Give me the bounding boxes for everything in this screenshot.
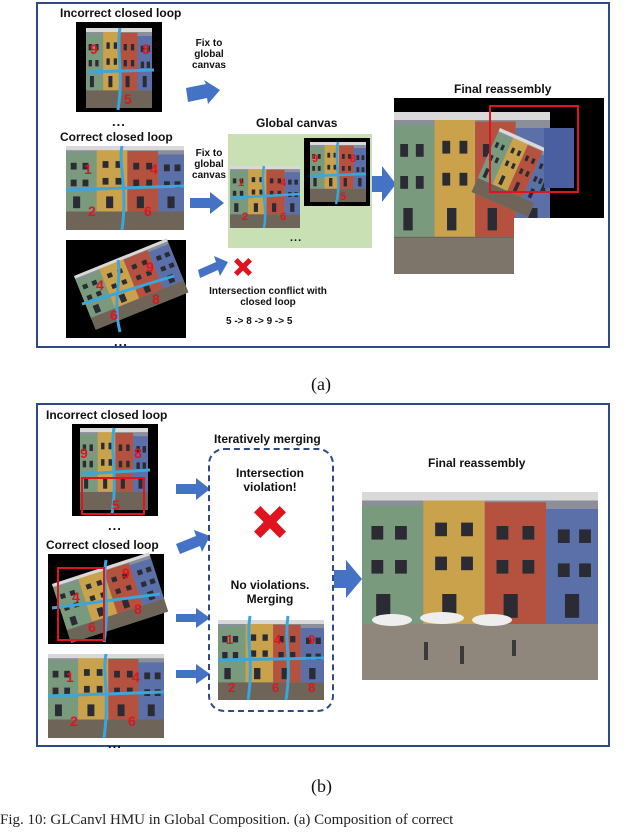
incorrect-loop-label-b: Incorrect closed loop [46, 408, 168, 422]
panel-a-sublabel: (a) [311, 374, 331, 394]
iteratively-merging-label: Iteratively merging [214, 432, 321, 446]
ellipsis: ... [114, 334, 128, 349]
fragment-number: 4 [274, 632, 282, 647]
fragment-number: 8 [134, 445, 142, 461]
fragment-number: 4 [72, 589, 80, 605]
fix-label-1: Fix to global canvas [192, 38, 226, 71]
panel-b-sublabel: (b) [311, 776, 332, 796]
fragment-number: 8 [142, 41, 150, 57]
fragment-number: 4 [150, 161, 158, 177]
arrow-icon [372, 166, 396, 202]
figure-caption: Fig. 10: GLCanvl HMU in Global Compositi… [0, 812, 454, 828]
arrow-icon [176, 530, 210, 554]
fragment-number: 4 [96, 277, 104, 293]
merge-label: No violations. Merging [230, 578, 310, 606]
ellipsis: ... [290, 232, 303, 244]
arrow-icon [198, 256, 228, 278]
final-reassembly-image-a [394, 98, 604, 274]
final-reassembly-label-b: Final reassembly [428, 456, 526, 470]
arrow-icon [176, 664, 210, 684]
fragment-number: 9 [90, 41, 98, 57]
fragment-number: 9 [122, 565, 130, 581]
fragment-number: 4 [280, 177, 287, 189]
fragment-number: 9 [146, 259, 154, 275]
fragment-number: 2 [242, 211, 248, 223]
fragment-number: 1 [226, 632, 233, 647]
canvas-fragment-large: 1 4 2 6 [229, 165, 301, 229]
ellipsis: ... [108, 736, 122, 751]
conflict-loop-sequence: 5 -> 8 -> 9 -> 5 [226, 316, 293, 327]
fragment-number: 5 [112, 497, 120, 513]
fragment-number: 1 [238, 177, 244, 189]
fragment-number: 2 [70, 713, 78, 729]
violation-x-icon [254, 506, 286, 538]
conflict-loop-image-a: 9 4 8 6 [66, 238, 189, 338]
fragment-number: 2 [228, 680, 235, 695]
correct-loop-label-a: Correct closed loop [60, 130, 173, 144]
fragment-number: 9 [308, 632, 315, 647]
arrow-icon [176, 608, 210, 628]
incorrect-loop-image-b: 9 8 5 [72, 424, 158, 516]
fragment-number: 9 [80, 445, 88, 461]
merged-fragments-image: 1 4 9 2 6 8 [216, 612, 326, 702]
arrow-icon [186, 80, 220, 104]
fragment-number: 1 [84, 161, 92, 177]
conflict-x-icon [234, 258, 252, 276]
fragment-number: 1 [66, 669, 74, 685]
fragment-number: 8 [134, 601, 142, 617]
fragment-number: 6 [88, 619, 96, 635]
third-loop-image-b: 1 4 2 6 [47, 653, 165, 739]
fragment-number: 6 [280, 211, 286, 223]
fragment-number: 5 [340, 191, 346, 203]
final-reassembly-label-a: Final reassembly [454, 82, 552, 96]
fragment-number: 6 [144, 203, 152, 219]
fragment-number: 4 [132, 669, 140, 685]
arrow-icon [334, 560, 362, 598]
fix-label-2: Fix to global canvas [192, 148, 226, 181]
correct-loop-image-a: 1 4 2 6 [65, 145, 185, 231]
conflict-label: Intersection conflict with closed loop [209, 286, 327, 308]
arrow-icon [190, 192, 224, 214]
fragment-number: 8 [308, 680, 315, 695]
arrow-icon [176, 478, 210, 500]
fragment-number: 5 [124, 91, 132, 107]
fragment-number: 2 [88, 203, 96, 219]
fragment-number: 9 [312, 153, 318, 165]
fragment-number: 6 [272, 680, 279, 695]
merge-box [208, 448, 334, 712]
canvas-fragment-small: 9 8 5 [304, 138, 370, 206]
incorrect-loop-label-a: Incorrect closed loop [60, 6, 182, 20]
ellipsis: ... [108, 518, 122, 533]
ellipsis: ... [112, 114, 126, 129]
final-reassembly-image-b [362, 474, 598, 680]
fragment-number: 6 [128, 713, 136, 729]
violation-label: Intersection violation! [235, 466, 304, 494]
fragment-number: 8 [152, 291, 160, 307]
fragment-number: 6 [110, 307, 118, 323]
fragment-number: 8 [350, 153, 356, 165]
incorrect-loop-image-a: 9 8 5 [76, 22, 162, 112]
correct-loop-image-b: 9 4 8 6 [48, 552, 169, 644]
global-canvas-label: Global canvas [256, 116, 338, 130]
correct-loop-label-b: Correct closed loop [46, 538, 159, 552]
